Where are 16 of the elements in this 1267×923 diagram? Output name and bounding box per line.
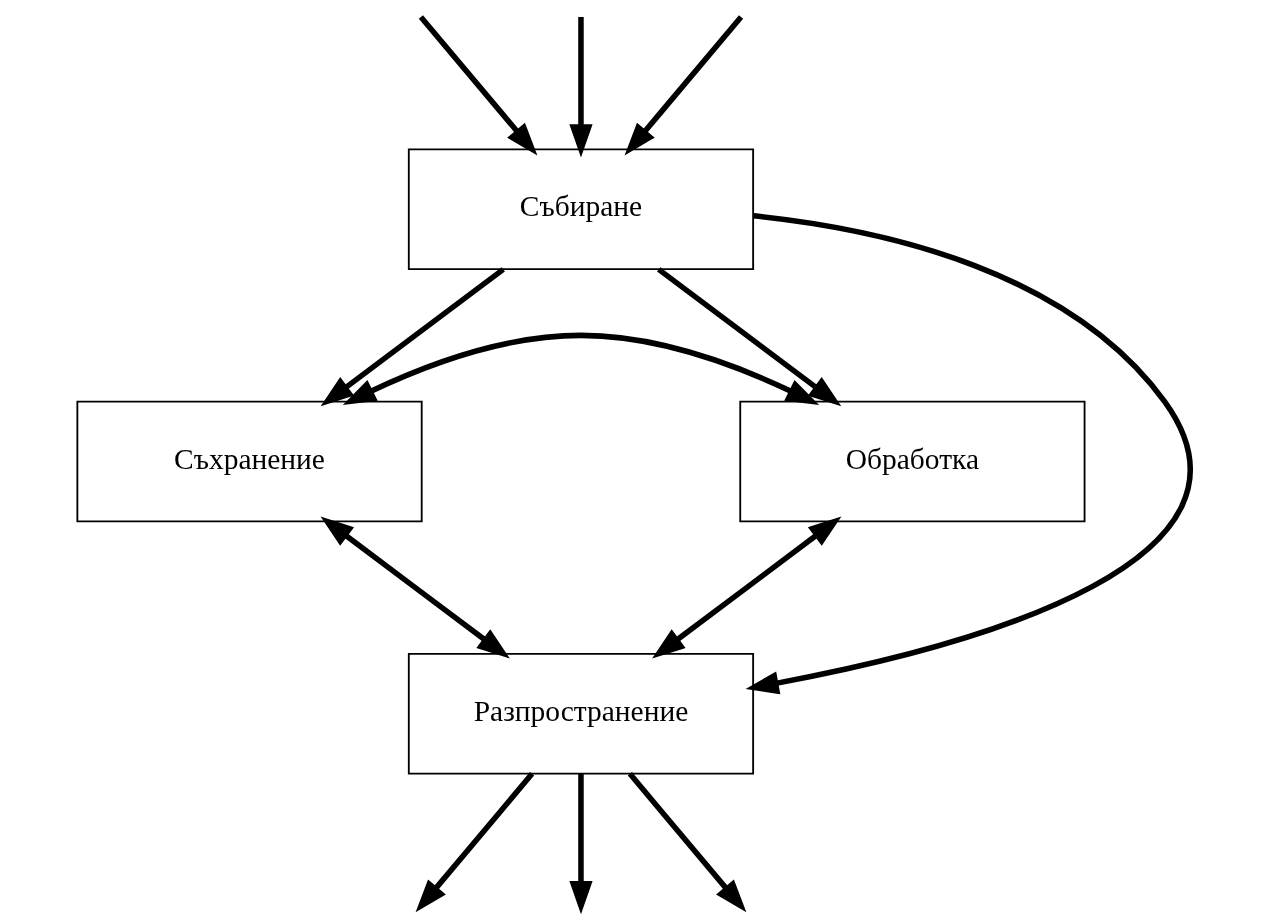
arrow: [568, 773, 593, 915]
node-box: Обработка: [738, 400, 1085, 523]
arrow: [745, 213, 1193, 695]
arrow: [415, 772, 534, 913]
arrow: [651, 516, 841, 659]
arrow: [627, 772, 746, 913]
node-box: Събиране: [407, 148, 754, 270]
arrow: [418, 15, 537, 156]
arrow: [320, 516, 510, 659]
arrow: [624, 15, 743, 156]
arrow: [320, 267, 505, 407]
arrow: [568, 16, 593, 158]
arrow: [342, 332, 819, 406]
node-box: Разпространение: [407, 653, 754, 775]
arrow: [656, 267, 841, 407]
node-box: Съхранение: [75, 400, 423, 523]
